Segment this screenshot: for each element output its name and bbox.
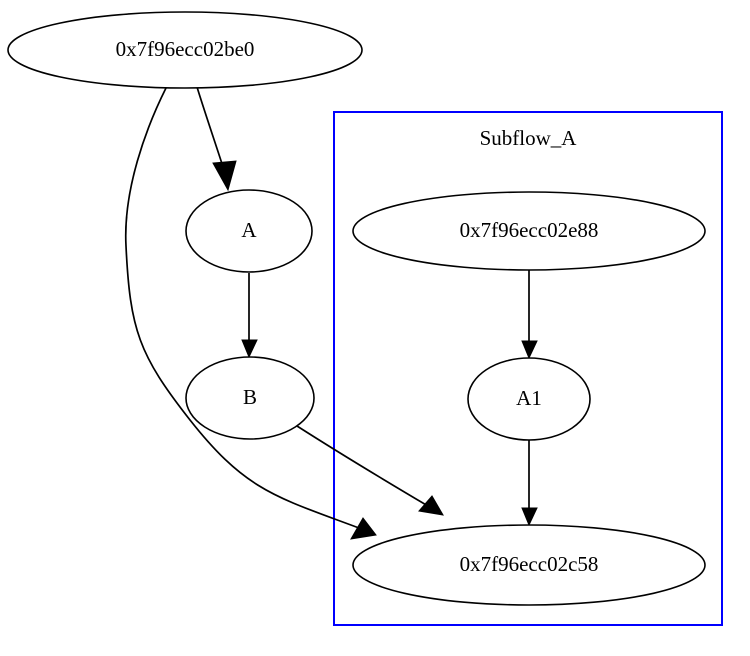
arrowhead-icon xyxy=(521,340,538,360)
node-shape xyxy=(185,356,315,440)
node-shape xyxy=(352,191,706,271)
edge-root-subexit[interactable] xyxy=(124,87,377,540)
edge-line xyxy=(124,87,360,529)
edge-line xyxy=(196,86,226,174)
node-root[interactable]: 0x7f96ecc02be0 xyxy=(7,11,363,89)
cluster-label: Subflow_A xyxy=(480,126,578,150)
node-label: 0x7f96ecc02e88 xyxy=(460,218,599,242)
arrowhead-icon xyxy=(241,339,258,359)
edge-b-subexit[interactable] xyxy=(296,425,444,516)
arrowhead-icon xyxy=(350,517,377,540)
edge-a-b[interactable] xyxy=(241,273,258,359)
node-label: 0x7f96ecc02c58 xyxy=(460,552,599,576)
node-sub_exit[interactable]: 0x7f96ecc02c58 xyxy=(352,524,706,606)
node-label: A1 xyxy=(516,386,542,410)
arrowhead-icon xyxy=(212,160,237,192)
node-label: A xyxy=(241,218,257,242)
node-shape xyxy=(185,189,313,273)
edges-layer xyxy=(124,86,538,540)
edge-line xyxy=(296,425,429,507)
node-b[interactable]: B xyxy=(185,356,315,440)
cluster-cluster_subflow_a: Subflow_A xyxy=(333,111,723,626)
node-shape xyxy=(467,357,591,441)
node-a1[interactable]: A1 xyxy=(467,357,591,441)
clusters-layer: Subflow_A xyxy=(333,111,723,626)
node-label: 0x7f96ecc02be0 xyxy=(116,37,255,61)
arrowhead-icon xyxy=(418,495,444,516)
edge-a1-subexit[interactable] xyxy=(521,440,538,527)
node-shape xyxy=(352,524,706,606)
arrowhead-icon xyxy=(521,507,538,527)
node-shape xyxy=(7,11,363,89)
edge-root-a[interactable] xyxy=(196,86,237,192)
node-a[interactable]: A xyxy=(185,189,313,273)
edge-subentry-a1[interactable] xyxy=(521,270,538,360)
node-label: B xyxy=(243,385,257,409)
cluster-border xyxy=(333,111,723,626)
node-sub_entry[interactable]: 0x7f96ecc02e88 xyxy=(352,191,706,271)
